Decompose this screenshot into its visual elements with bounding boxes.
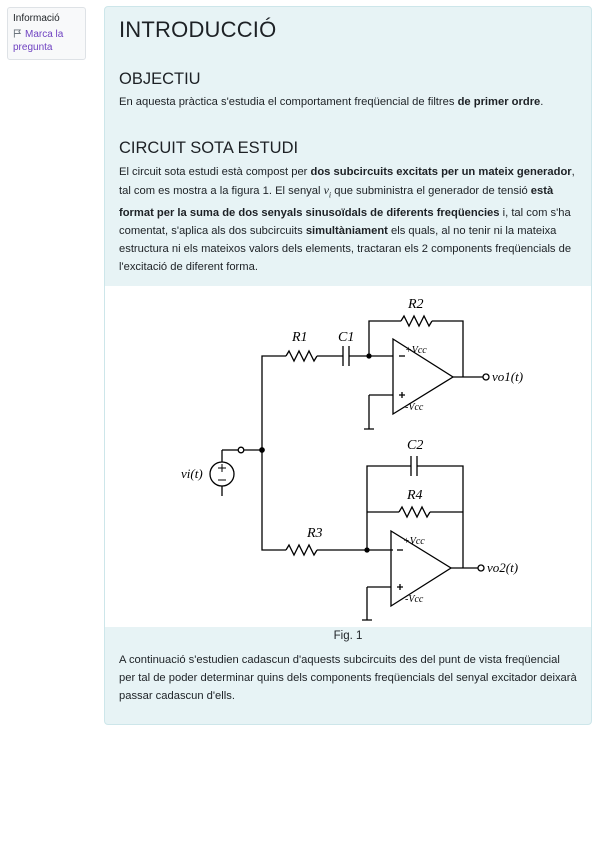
opamp-1-plus xyxy=(399,392,405,398)
figure-caption: Fig. 1 xyxy=(333,630,363,642)
circuit-diagram: R1 C1 R2 +Vcc -Vcc vo1(t) vi(t) C2 R4 R3… xyxy=(181,297,523,621)
terminal-vi xyxy=(237,446,245,454)
circuit-description: El circuit sota estudi està compost per … xyxy=(119,163,577,276)
circuit-text-d: que subministra el generador de tensió xyxy=(331,185,531,197)
circuit-text-bold-2: està format per la suma de dos senyals s… xyxy=(119,185,554,220)
label-r3: R3 xyxy=(306,526,323,541)
label-r1: R1 xyxy=(291,330,308,345)
wire-top-input xyxy=(261,355,286,450)
label-vcc-pos-1: +Vcc xyxy=(405,345,427,356)
flag-question-link[interactable]: Marca la pregunta xyxy=(13,28,80,54)
circuit-text-c: , tal com es mostra a la figura 1. El se… xyxy=(119,166,575,197)
question-info-block: Informació Marca la pregunta xyxy=(7,7,86,60)
circuit-text-bold-3: simultàniament xyxy=(305,225,388,238)
question-content: INTRODUCCIÓ OBJECTIU En aquesta pràctica… xyxy=(104,6,592,725)
label-r4: R4 xyxy=(406,488,423,503)
terminal-vo2 xyxy=(477,564,485,572)
wire-r2-right xyxy=(432,320,464,377)
resistor-r1 xyxy=(285,349,318,363)
info-title: Informació xyxy=(13,13,60,24)
objective-heading: OBJECTIU xyxy=(119,70,201,88)
ground-top xyxy=(364,395,374,430)
ground-bottom xyxy=(362,587,372,621)
circuit-figure: R1 C1 R2 +Vcc -Vcc vo1(t) vi(t) C2 R4 R3… xyxy=(105,286,591,627)
circuit-text-bold-1: dos subcircuits excitats per un mateix g… xyxy=(310,166,572,178)
circuit-text-a: El circuit sota estudi està compost per xyxy=(119,166,311,178)
objective-text-a: En aquesta pràctica s'estudia el comport… xyxy=(119,96,458,108)
objective-text: En aquesta pràctica s'estudia el comport… xyxy=(119,93,577,111)
resistor-r4 xyxy=(398,505,431,519)
source-plus-icon xyxy=(218,464,226,472)
capacitor-c2 xyxy=(410,456,418,476)
signal-variable-sub: i xyxy=(328,190,332,200)
label-vo2: vo2(t) xyxy=(487,560,518,575)
label-c2: C2 xyxy=(407,438,423,453)
wire-c2-left xyxy=(366,465,411,550)
signal-variable: vi xyxy=(323,183,332,200)
capacitor-c1 xyxy=(342,346,350,366)
terminal-vo1 xyxy=(482,373,490,381)
wire-r2-left xyxy=(368,320,401,356)
resistor-r3 xyxy=(285,543,318,557)
resistor-r2 xyxy=(400,314,433,328)
flag-label: Marca la pregunta xyxy=(13,29,64,53)
objective-text-bold: de primer ordre xyxy=(457,96,541,108)
wire-c2-right xyxy=(417,465,464,568)
label-vcc-neg-1: -Vcc xyxy=(405,402,424,413)
opamp-2 xyxy=(390,529,453,608)
opamp-1 xyxy=(392,337,455,416)
page-title: INTRODUCCIÓ xyxy=(119,17,277,42)
circuit-text-h: els quals, al no tenir ni la mateixa est… xyxy=(119,225,572,274)
opamp-2-plus xyxy=(397,584,403,590)
label-c1: C1 xyxy=(338,330,354,345)
circuit-text-f: i, tal com s'ha comentat, s'aplica als d… xyxy=(119,207,571,238)
label-r2: R2 xyxy=(407,297,424,312)
circuit-heading: CIRCUIT SOTA ESTUDI xyxy=(119,139,299,157)
label-vi: vi(t) xyxy=(181,466,203,481)
label-vcc-pos-2: +Vcc xyxy=(403,536,425,547)
label-vcc-neg-2: -Vcc xyxy=(405,594,424,605)
objective-text-c: . xyxy=(540,96,544,108)
flag-icon xyxy=(13,29,22,38)
closing-text: A continuació s'estudien cadascun d'aque… xyxy=(119,654,577,702)
label-vo1: vo1(t) xyxy=(492,369,523,384)
wire-bottom-input xyxy=(261,450,286,551)
